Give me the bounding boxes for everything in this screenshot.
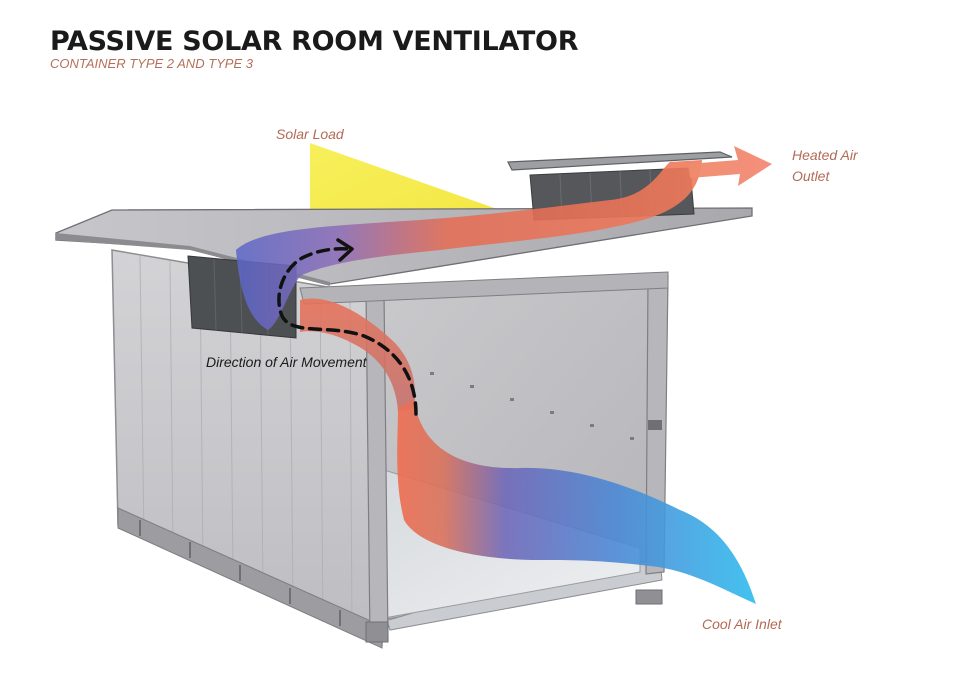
outlet-cap bbox=[507, 151, 733, 171]
air-movement-label: Direction of Air Movement bbox=[206, 354, 367, 370]
heated-air-outlet-label: Heated Air Outlet bbox=[792, 145, 858, 187]
heated-air-flow bbox=[236, 160, 702, 330]
cool-air-inlet-label: Cool Air Inlet bbox=[702, 616, 782, 632]
diagram-subtitle: CONTAINER TYPE 2 AND TYPE 3 bbox=[50, 56, 253, 71]
air-direction-path bbox=[277, 247, 418, 416]
solar-load-label: Solar Load bbox=[276, 126, 344, 142]
heated-air-label-line2: Outlet bbox=[792, 168, 830, 184]
container-top-rail bbox=[299, 271, 669, 305]
cool-air-flow bbox=[397, 400, 756, 604]
door-latch bbox=[648, 420, 662, 430]
container-bottom-rail bbox=[117, 507, 383, 649]
heated-air-label-line1: Heated Air bbox=[792, 147, 858, 163]
outlet-arrow bbox=[688, 146, 772, 186]
diagram-title: PASSIVE SOLAR ROOM VENTILATOR bbox=[50, 26, 579, 57]
air-direction-arrowhead bbox=[336, 238, 354, 262]
rising-air-flow bbox=[300, 298, 416, 412]
